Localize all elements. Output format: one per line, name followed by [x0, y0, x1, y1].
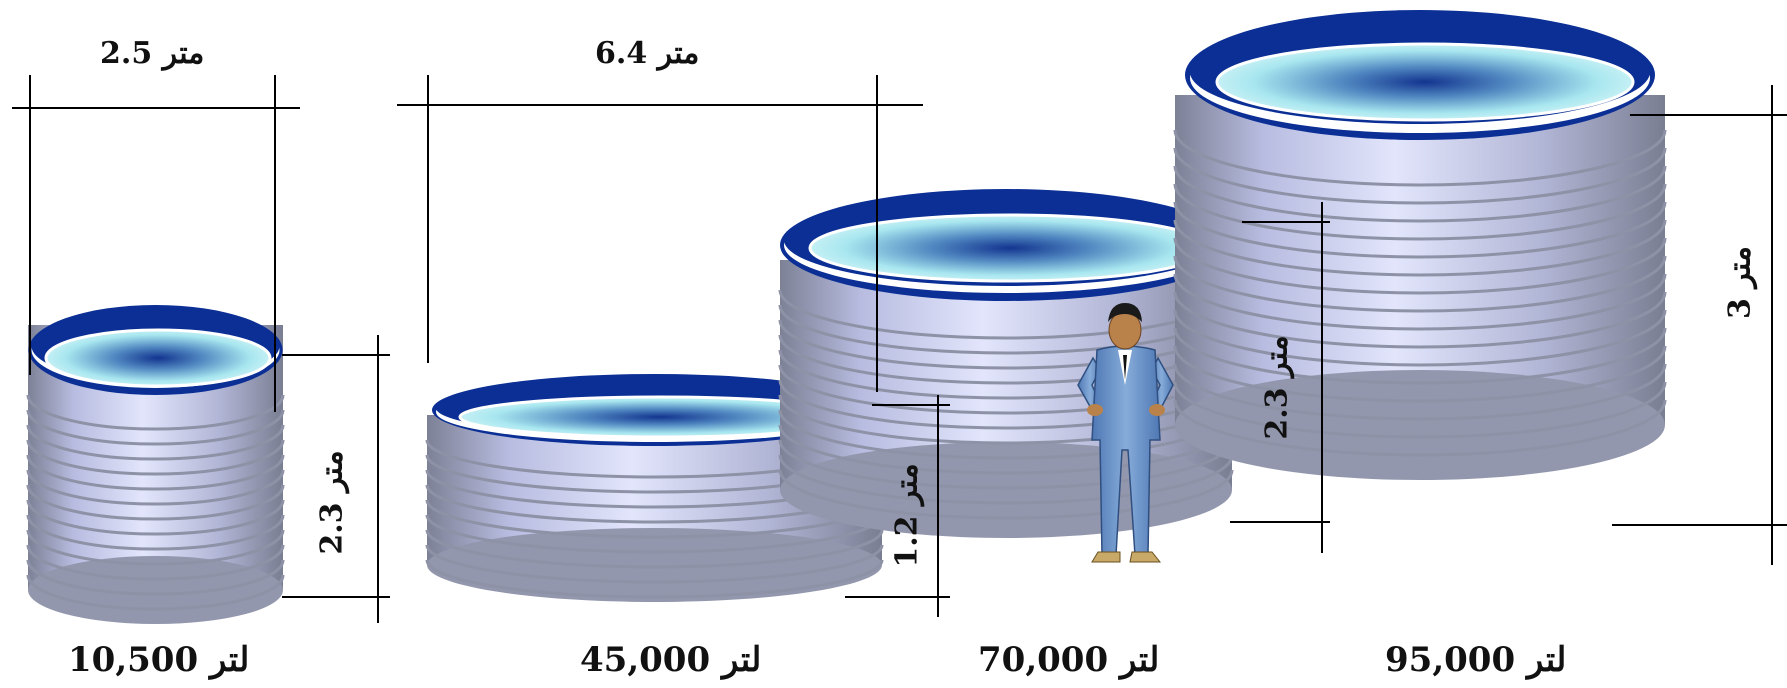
tank-rings: [1173, 129, 1667, 457]
tank-bottom: [28, 556, 283, 624]
dimension-lines: [12, 75, 1787, 623]
tank-70000-height-label: 2.3 متر: [1259, 335, 1295, 440]
tank-rings: [26, 394, 285, 611]
tank-95000-height-label: 3 متر: [1722, 246, 1758, 320]
tank-45000-capacity-label: 45,000 لتر: [580, 640, 762, 680]
tank-95000-capacity-label: 95,000 لتر: [1385, 640, 1567, 680]
man-in-blue-overalls-figure: [1077, 303, 1174, 563]
tank-bottom: [1175, 370, 1665, 480]
tank-water: [44, 328, 272, 388]
tank-10500-diameter-label: 2.5 متر: [100, 36, 205, 71]
tank-70000-capacity-label: 70,000 لتر: [978, 640, 1160, 680]
tank-70000: [778, 189, 1234, 538]
tank-95000: [1173, 10, 1667, 480]
tank-10500: [26, 305, 285, 624]
tank-bottom: [427, 528, 882, 602]
tank-45000-diameter-label: 6.4 متر: [595, 36, 700, 71]
tank-water: [1215, 42, 1635, 122]
tank-10500-capacity-label: 10,500 لتر: [68, 640, 250, 680]
tank-45000-height-label: 1.2 متر: [889, 463, 925, 568]
tank-10500-height-label: 2.3 متر: [314, 450, 350, 555]
tank-water: [808, 213, 1212, 283]
